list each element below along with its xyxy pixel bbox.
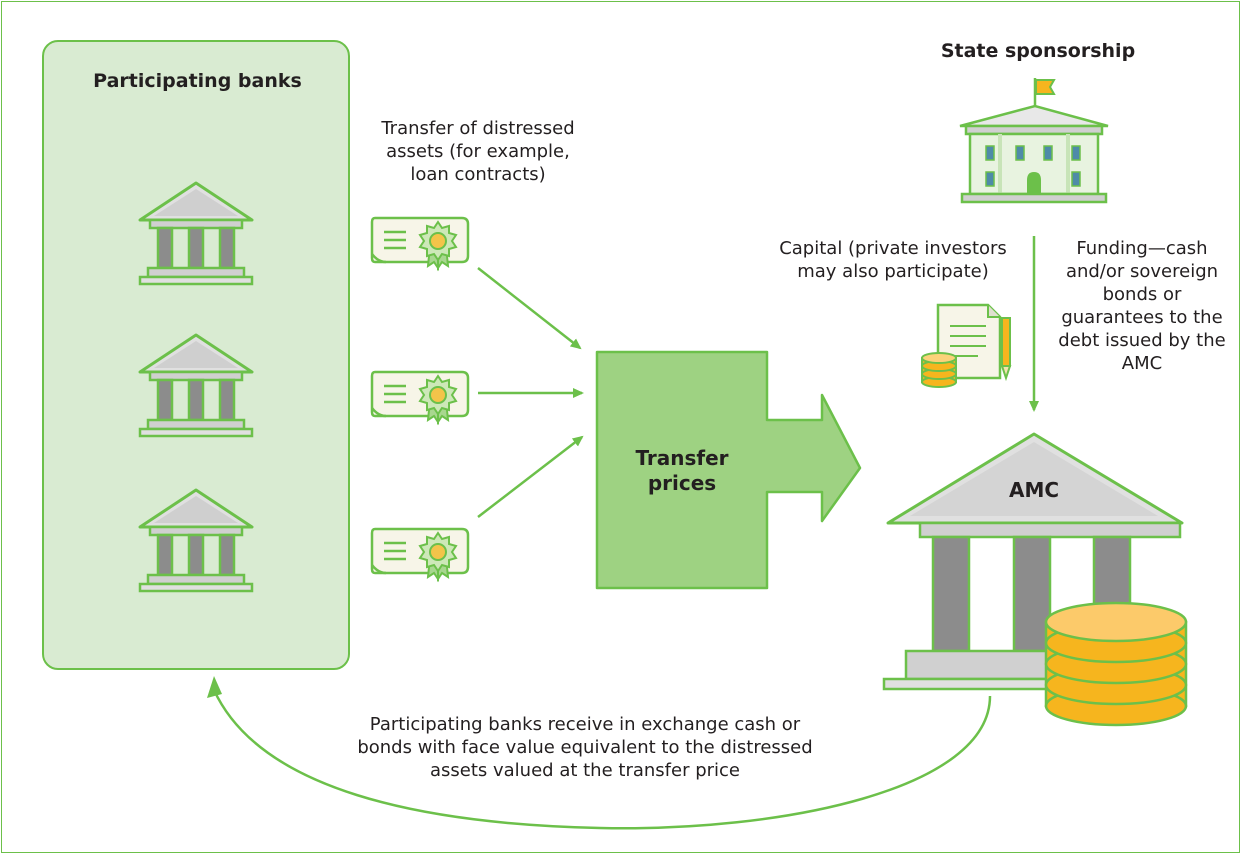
return-exchange-label: Participating banks receive in exchange …	[357, 714, 813, 781]
distressed-asset-certificate-3-icon	[370, 527, 470, 581]
capital-coins-icon	[921, 352, 957, 388]
asset-transfer-arrow-3	[477, 435, 584, 518]
funding-label: Funding—cash and/or sovereign bonds or g…	[1058, 238, 1226, 374]
distressed-asset-certificate-1-icon	[370, 216, 470, 270]
participating-bank-2-icon	[138, 333, 254, 438]
transfer-prices-box	[595, 350, 862, 590]
return-arrow-head	[207, 676, 222, 698]
government-building-icon	[959, 78, 1109, 204]
assets-transfer-label: Transfer of distressed assets (for examp…	[381, 118, 575, 185]
distressed-asset-certificate-2-icon	[370, 370, 470, 424]
participating-bank-3-icon	[138, 488, 254, 593]
state-sponsorship-title: State sponsorship	[940, 40, 1136, 62]
capital-label: Capital (private investors may also part…	[779, 238, 1007, 282]
participating-banks-title: Participating banks	[93, 70, 302, 92]
amc-coin-stack-icon	[1044, 601, 1188, 727]
participating-bank-1-icon	[138, 181, 254, 286]
asset-transfer-arrow-1	[477, 267, 582, 350]
amc-label: AMC	[1008, 478, 1060, 502]
transfer-prices-label: Transfer prices	[635, 446, 729, 495]
return-exchange-arrow	[212, 689, 992, 830]
